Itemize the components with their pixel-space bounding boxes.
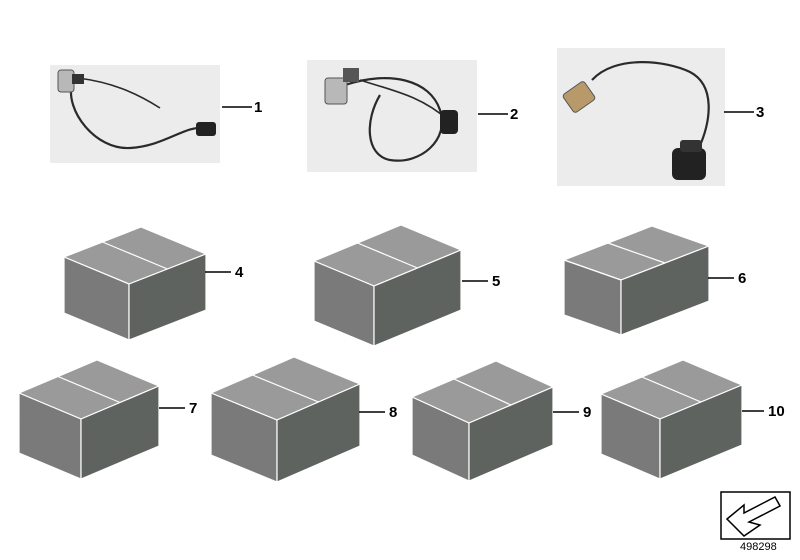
callout-number: 10 <box>768 403 785 420</box>
diagram-badge <box>720 491 791 540</box>
callout-number: 9 <box>583 404 591 421</box>
part-10-box: 10 <box>600 359 785 480</box>
part-3-photo <box>557 48 725 186</box>
callout-number: 2 <box>510 106 518 123</box>
part-8-box: 8 <box>210 356 397 483</box>
callout-number: 6 <box>738 270 746 287</box>
callout-number: 5 <box>492 273 500 290</box>
part-6-box: 6 <box>563 225 746 336</box>
callout-number: 7 <box>189 400 197 417</box>
callout-number: 3 <box>756 104 764 121</box>
part-4-box: 4 <box>63 226 244 341</box>
diagram-id: 498298 <box>740 541 777 553</box>
callout-number: 1 <box>254 99 262 116</box>
part-5-box: 5 <box>313 224 500 347</box>
part-9-box: 9 <box>411 360 591 482</box>
callout-number: 8 <box>389 404 397 421</box>
part-2-photo <box>307 60 477 172</box>
part-7-box: 7 <box>18 359 197 480</box>
box-group: 4 5 6 7 8 9 10 <box>18 224 785 483</box>
part-1-photo <box>50 65 220 163</box>
callout-number: 4 <box>235 264 244 281</box>
